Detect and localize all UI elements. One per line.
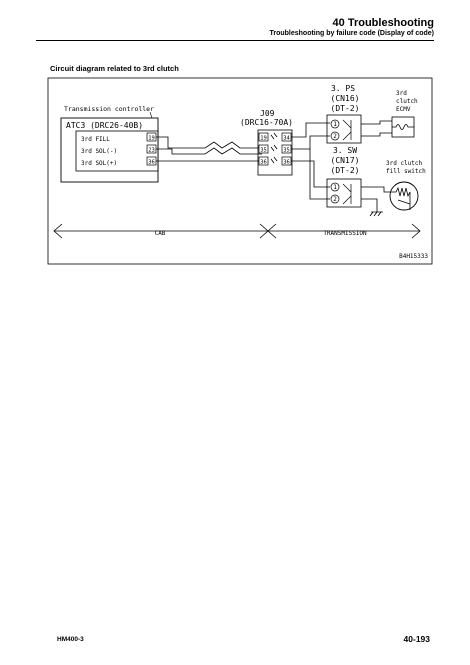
fill-switch-circle bbox=[389, 181, 419, 211]
output-wires bbox=[291, 122, 330, 200]
pin-label-3rd-fill: 3rd FILL bbox=[81, 136, 110, 143]
ps-contact-symbol bbox=[342, 119, 352, 141]
footer-page-number: 40-193 bbox=[403, 634, 430, 644]
sw-pin-circle bbox=[330, 182, 340, 192]
ps-pin-1: 1 bbox=[333, 121, 337, 128]
figure-id: B4H15333 bbox=[399, 253, 428, 260]
junction-right-pin-36: 36 bbox=[283, 160, 290, 166]
sw-name: 3. SW bbox=[333, 146, 357, 155]
ps-type: (DT-2) bbox=[331, 104, 360, 113]
sw-pin-1: 1 bbox=[333, 184, 337, 191]
zone-label-transmission: TRANSMISSION bbox=[323, 230, 367, 237]
junction-pin-box bbox=[258, 144, 269, 154]
ecmv-coil-icon bbox=[392, 124, 414, 130]
junction-left-pin-19: 19 bbox=[260, 136, 267, 142]
section-title: Circuit diagram related to 3rd clutch bbox=[50, 64, 179, 73]
controller-connector: ATC3 (DRC26-40B) bbox=[66, 121, 143, 130]
ecmv-wires bbox=[361, 120, 392, 137]
controller-pin-23: 23 bbox=[148, 148, 155, 154]
junction-right-pin-34: 34 bbox=[283, 136, 290, 142]
harness-wires bbox=[156, 136, 262, 162]
controller-title: Transmission controller bbox=[64, 105, 154, 113]
ps-name: 3. PS bbox=[331, 84, 355, 93]
ps-pin-2: 2 bbox=[333, 133, 337, 140]
ecmv-label-line3: ECMV bbox=[396, 106, 411, 113]
junction-left-pin-36: 36 bbox=[260, 160, 267, 166]
junction-break-symbols bbox=[270, 132, 278, 164]
sw-contact-symbol bbox=[342, 183, 352, 205]
ps-connector-box bbox=[326, 114, 362, 144]
sw-type: (DT-2) bbox=[331, 166, 360, 175]
page-header-subtitle: Troubleshooting by failure code (Display… bbox=[269, 30, 434, 37]
pin-label-3rd-sol-plus: 3rd SOL(+) bbox=[81, 160, 117, 167]
fill-switch-label-line2: fill switch bbox=[386, 168, 426, 175]
diagram-frame bbox=[47, 77, 433, 265]
junction-pin-box bbox=[258, 132, 269, 142]
pin-label-3rd-sol-minus: 3rd SOL(-) bbox=[81, 148, 117, 155]
controller-connector-box bbox=[75, 130, 159, 172]
controller-pin-36: 36 bbox=[148, 160, 155, 166]
sw-pin-circle bbox=[330, 194, 340, 204]
fill-switch-symbol-icon bbox=[392, 186, 411, 210]
zone-arrows bbox=[53, 223, 421, 239]
page-header-title: 40 Troubleshooting bbox=[332, 17, 434, 29]
footer-model: HM400-3 bbox=[57, 636, 84, 643]
ps-pin-circle bbox=[330, 131, 340, 141]
ps-code: (CN16) bbox=[331, 94, 360, 103]
sw-pin-2: 2 bbox=[333, 196, 337, 203]
ecmv-label-line1: 3rd bbox=[396, 90, 407, 97]
zone-label-cab: CAB bbox=[155, 230, 166, 237]
sw-code: (CN17) bbox=[331, 156, 360, 165]
header-rule bbox=[36, 40, 434, 41]
junction-connector: (DRC16-70A) bbox=[240, 118, 293, 127]
controller-title-leader bbox=[149, 111, 153, 119]
fill-switch-wires bbox=[361, 186, 392, 217]
junction-pin-box bbox=[258, 156, 269, 166]
controller-pin-19: 19 bbox=[148, 136, 155, 142]
fill-switch-contact bbox=[397, 199, 411, 205]
fill-switch-label-line1: 3rd clutch bbox=[386, 160, 423, 167]
sw-connector-box bbox=[326, 178, 362, 208]
junction-name: J09 bbox=[260, 109, 275, 118]
ps-pin-circle bbox=[330, 119, 340, 129]
junction-right-pin-35: 35 bbox=[283, 148, 290, 154]
junction-box bbox=[257, 129, 293, 176]
junction-left-pin-35: 35 bbox=[260, 148, 267, 154]
ecmv-label-line2: clutch bbox=[396, 98, 418, 105]
